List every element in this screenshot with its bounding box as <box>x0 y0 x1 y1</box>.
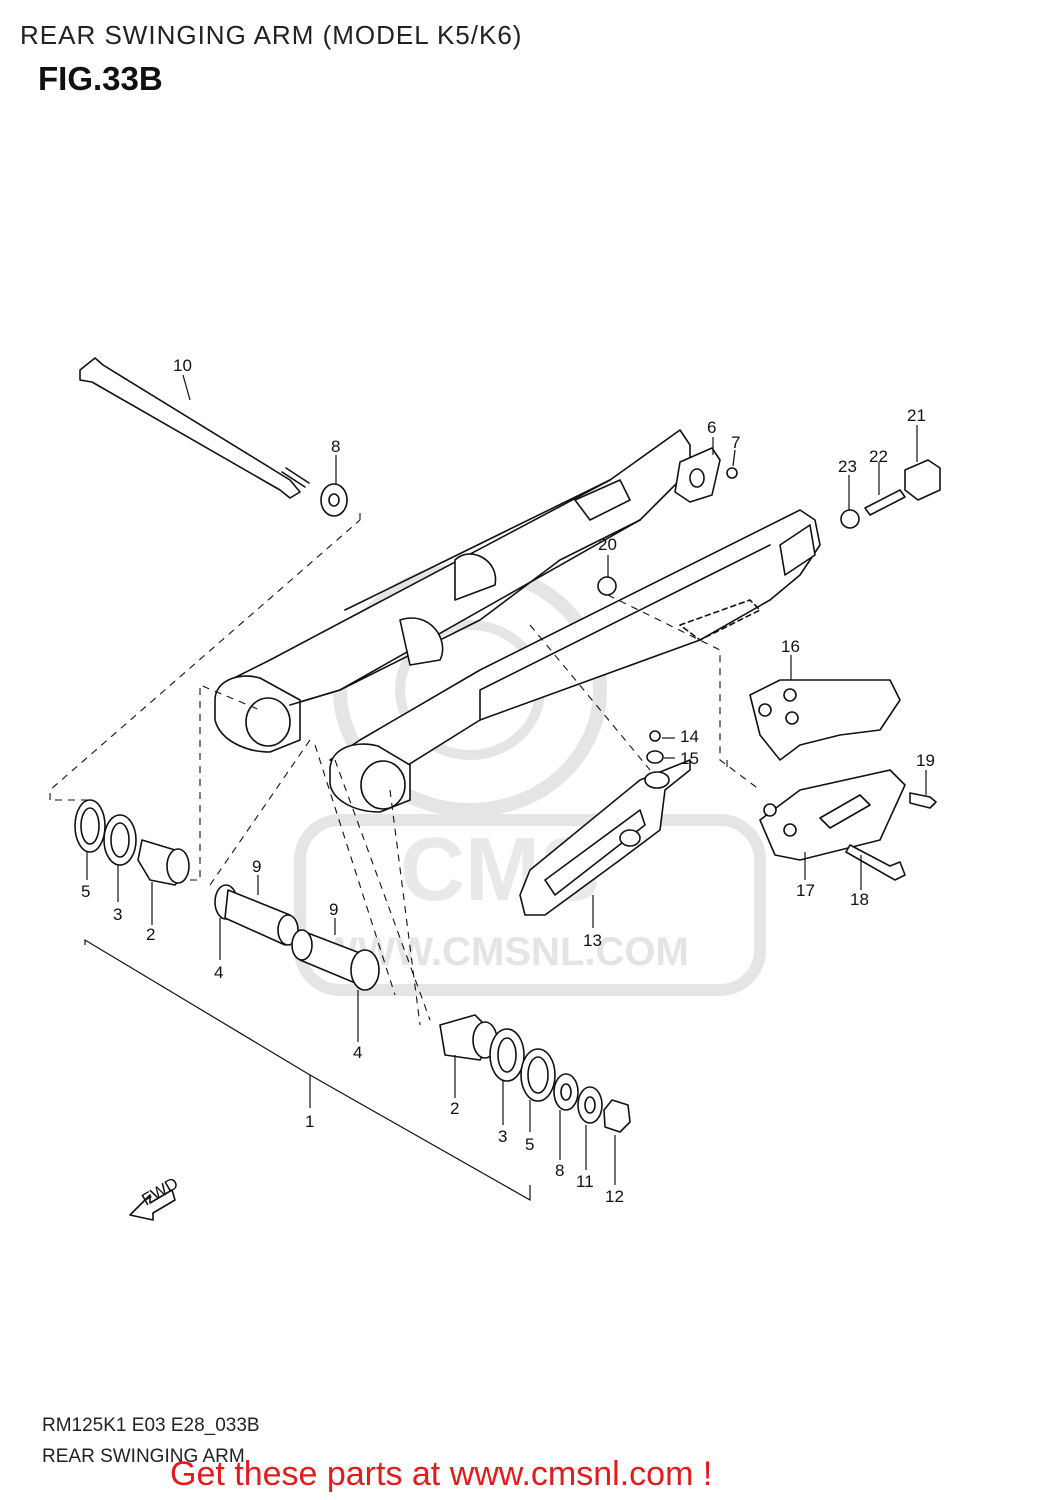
slider-washer <box>646 750 664 764</box>
diagram-name: REAR SWINGING ARM <box>42 1446 245 1467</box>
callout-13: 13 <box>583 931 602 950</box>
callout-15: 15 <box>680 749 699 768</box>
callout-2: 2 <box>146 925 155 944</box>
slider-bolt <box>649 730 661 742</box>
right-bearing-set <box>439 1014 631 1133</box>
swingarm <box>214 429 821 813</box>
callout-20: 20 <box>598 535 617 554</box>
page-title: REAR SWINGING ARM (MODEL K5/K6) <box>20 20 523 50</box>
callout-8: 8 <box>555 1161 564 1180</box>
guide-bolt-18 <box>845 844 906 881</box>
callout-5: 5 <box>525 1135 534 1154</box>
callout-8: 8 <box>331 437 340 456</box>
callout-9: 9 <box>252 857 261 876</box>
callout-numbers: 10 8 6 7 21 23 22 20 16 14 15 19 17 18 1… <box>81 356 935 1206</box>
leader-lines <box>84 374 927 1202</box>
promo-link[interactable]: Get these parts at www.cmsnl.com ! <box>170 1455 713 1493</box>
callout-7: 7 <box>731 433 740 452</box>
callout-17: 17 <box>796 881 815 900</box>
watermark-url: WWW.CMSNL.COM <box>320 930 689 974</box>
chain-puller <box>904 459 941 501</box>
callout-5: 5 <box>81 882 90 901</box>
pivot-shaft <box>79 357 310 499</box>
puller-bolt <box>864 489 906 516</box>
callout-3: 3 <box>113 905 122 924</box>
callout-11: 11 <box>576 1172 594 1191</box>
diagram-code: RM125K1 E03 E28_033B <box>42 1415 260 1436</box>
guide-bolt-19 <box>909 792 937 809</box>
callout-14: 14 <box>680 727 699 746</box>
callout-16: 16 <box>781 637 800 656</box>
figure-number: FIG.33B <box>38 60 163 97</box>
callout-1: 1 <box>305 1112 314 1131</box>
puller-nut <box>840 509 860 529</box>
callout-23: 23 <box>838 457 857 476</box>
callout-18: 18 <box>850 890 869 909</box>
fwd-arrow-icon <box>129 1189 176 1221</box>
callout-4: 4 <box>353 1043 362 1062</box>
callout-21: 21 <box>907 406 926 425</box>
nut-20 <box>597 576 617 596</box>
callout-10: 10 <box>173 356 192 375</box>
callout-9: 9 <box>329 900 338 919</box>
callout-12: 12 <box>605 1187 624 1206</box>
callout-4: 4 <box>214 963 223 982</box>
callout-3: 3 <box>498 1127 507 1146</box>
left-bearing-set <box>74 799 380 991</box>
callout-19: 19 <box>916 751 935 770</box>
callout-22: 22 <box>869 447 888 466</box>
adjuster-bolt <box>726 467 738 479</box>
callout-2: 2 <box>450 1099 459 1118</box>
chain-guide-upper <box>749 679 901 761</box>
callout-6: 6 <box>707 418 716 437</box>
dashed-assembly-lines <box>49 510 761 1026</box>
